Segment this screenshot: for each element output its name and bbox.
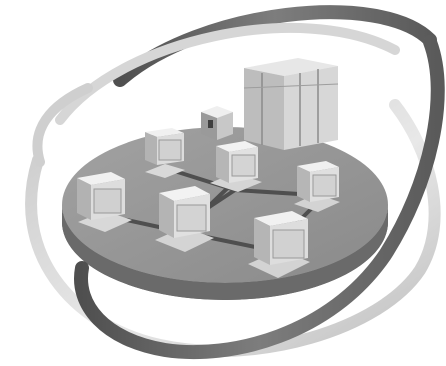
server-rack — [244, 58, 338, 150]
workstation — [210, 141, 262, 192]
workstation — [77, 172, 132, 232]
hub-device — [201, 106, 233, 140]
workstation — [294, 161, 340, 212]
workstation — [145, 128, 185, 178]
workstation — [155, 186, 214, 252]
